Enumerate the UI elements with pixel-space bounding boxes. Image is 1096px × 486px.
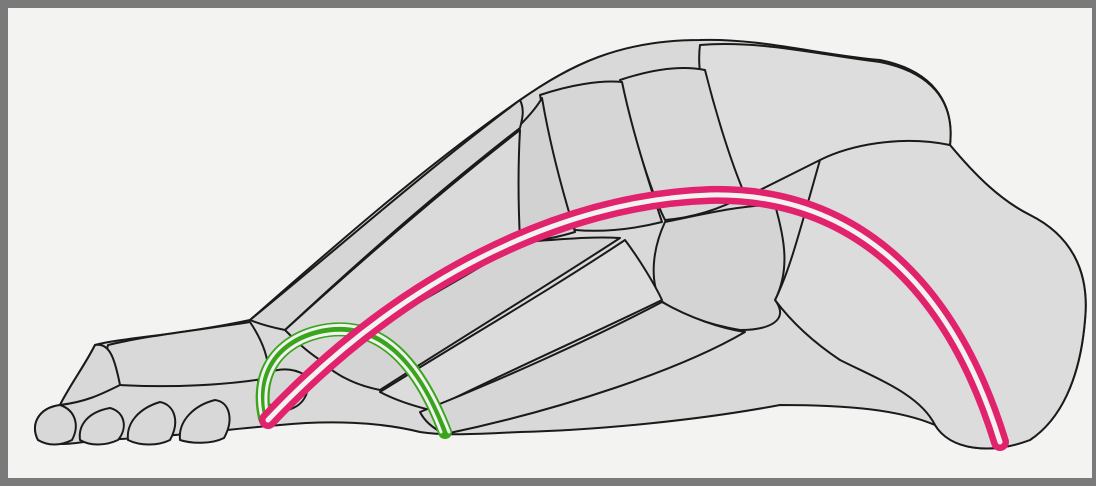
lesser-toe-phalanx-1	[35, 405, 76, 445]
foot-skeleton	[35, 40, 1086, 449]
big-toe-proximal-phalanx	[107, 322, 269, 386]
